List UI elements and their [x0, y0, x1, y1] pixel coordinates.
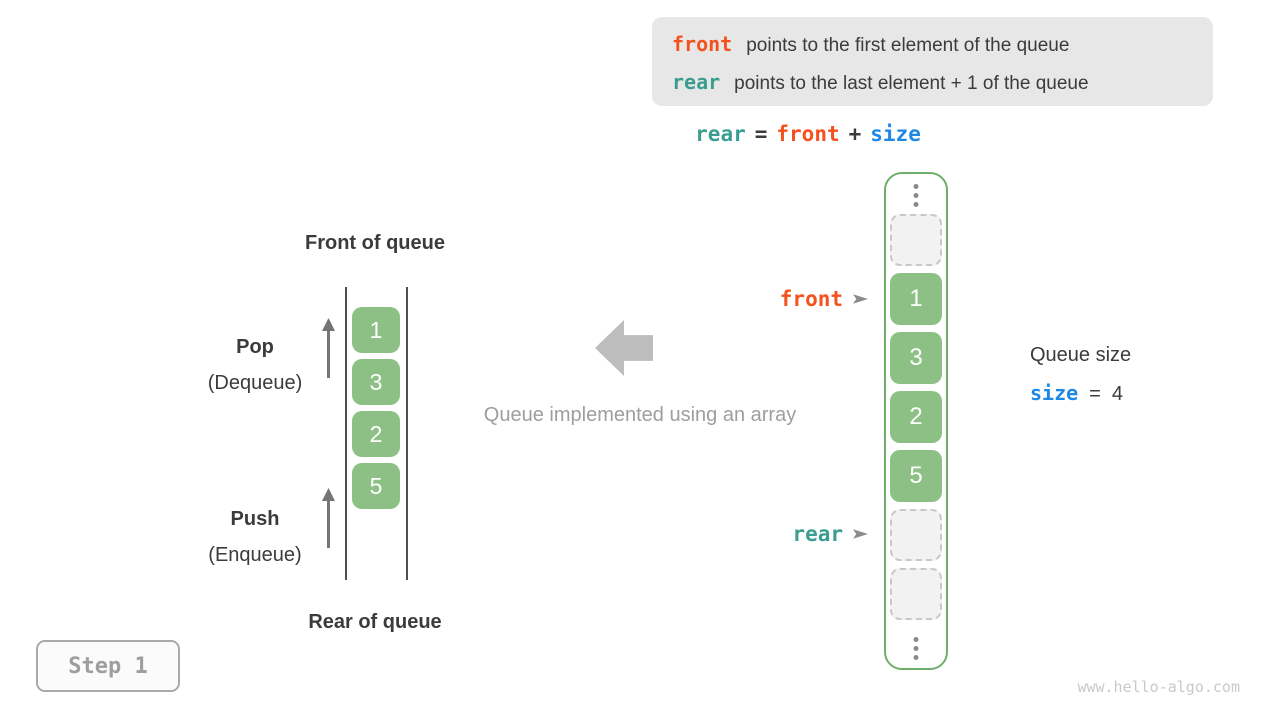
front-explanation-text: points to the first element of the queue	[746, 35, 1070, 56]
push-arrow-shaft	[327, 499, 330, 548]
rear-explanation-line: rear points to the last element + 1 of t…	[672, 64, 1193, 102]
array-container: 1 3 2 5	[884, 172, 948, 670]
enqueue-label: (Enqueue)	[208, 544, 302, 566]
queue-channel-left-wall	[345, 287, 347, 580]
ellipsis-bottom-icon	[913, 637, 919, 660]
pop-label: Pop	[236, 336, 274, 358]
rear-explanation-text: points to the last element + 1 of the qu…	[734, 73, 1089, 94]
front-of-queue-label: Front of queue	[305, 232, 445, 254]
rear-pointer-label: rear	[792, 522, 843, 546]
front-explanation-line: front points to the first element of the…	[672, 26, 1193, 64]
dequeue-label: (Dequeue)	[207, 372, 303, 394]
step-badge: Step 1	[36, 640, 180, 692]
formula-rear: rear	[695, 122, 746, 146]
left-block-arrow-icon	[595, 320, 653, 376]
front-pointer-label: front	[779, 287, 843, 311]
array-cell-3: 3	[890, 332, 942, 384]
front-pointer: front	[698, 287, 868, 311]
rear-formula: rear = front + size	[658, 122, 958, 146]
array-cell-empty-top	[890, 214, 942, 266]
ellipsis-top-icon	[913, 184, 919, 207]
implementation-caption: Queue implemented using an array	[483, 404, 797, 426]
queue-size-label: Queue size	[1030, 344, 1132, 366]
rear-pointer: rear	[698, 522, 868, 546]
array-cell-5: 5	[890, 450, 942, 502]
size-equals: =	[1089, 383, 1101, 405]
left-queue-cell-1: 1	[352, 307, 400, 353]
size-variable: size	[1030, 381, 1079, 405]
formula-front: front	[776, 122, 840, 146]
left-queue-cell-3: 3	[352, 359, 400, 405]
pop-arrow-shaft	[327, 329, 330, 378]
rear-pointer-arrow-icon	[853, 529, 868, 539]
array-cell-empty-rear	[890, 509, 942, 561]
front-keyword: front	[672, 32, 733, 56]
formula-plus: +	[848, 122, 862, 146]
watermark: www.hello-algo.com	[1077, 678, 1240, 696]
queue-size-equation: size = 4	[1030, 381, 1123, 406]
left-queue-cell-2: 2	[352, 411, 400, 457]
rear-of-queue-label: Rear of queue	[308, 611, 442, 633]
formula-equals: =	[754, 122, 768, 146]
array-cell-empty-bottom	[890, 568, 942, 620]
array-cell-1: 1	[890, 273, 942, 325]
array-cell-2: 2	[890, 391, 942, 443]
size-value: 4	[1111, 383, 1123, 405]
queue-channel-right-wall	[406, 287, 408, 580]
front-pointer-arrow-icon	[853, 294, 868, 304]
left-queue-cell-5: 5	[352, 463, 400, 509]
pointer-explanation-box: front points to the first element of the…	[652, 17, 1213, 106]
formula-size: size	[870, 122, 921, 146]
rear-keyword: rear	[672, 70, 721, 94]
push-label: Push	[230, 508, 280, 530]
